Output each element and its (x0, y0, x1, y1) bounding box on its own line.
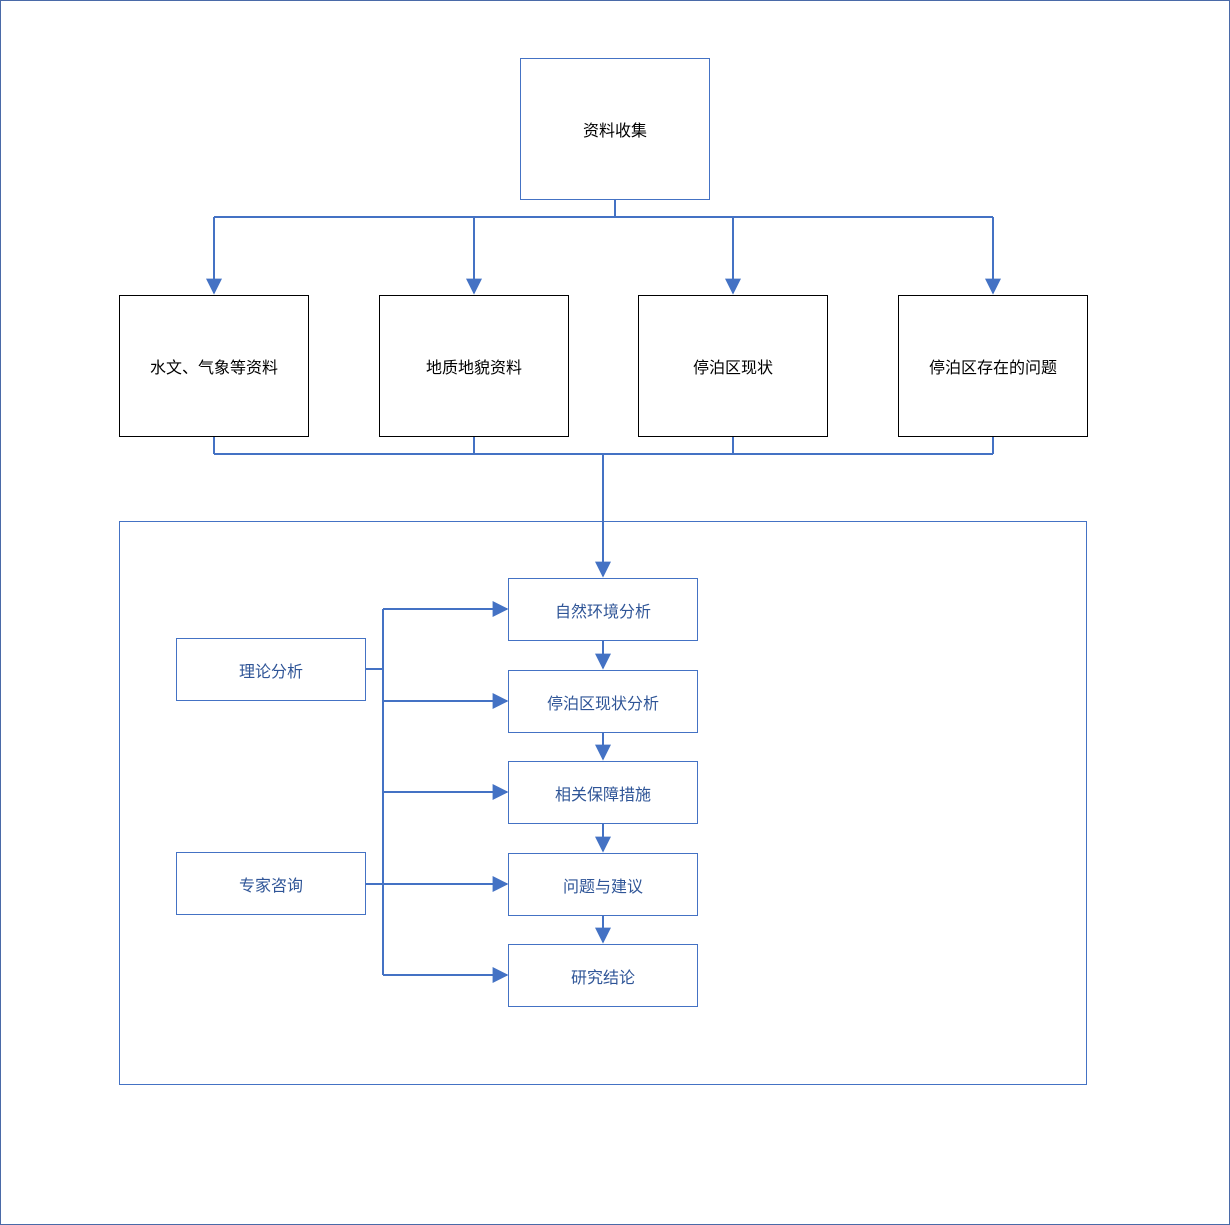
source-label: 停泊区存在的问题 (928, 358, 1057, 377)
step-box-status-analysis: 停泊区现状分析 (508, 670, 698, 733)
data-collection-label: 资料收集 (582, 121, 647, 140)
step-box-conclusion: 研究结论 (508, 944, 698, 1007)
step-label: 自然环境分析 (554, 601, 651, 621)
source-box-current-status: 停泊区现状 (638, 295, 828, 437)
step-label: 研究结论 (570, 967, 635, 987)
step-box-issues-suggestions: 问题与建议 (508, 853, 698, 916)
data-collection-box: 资料收集 (520, 58, 710, 200)
step-box-natural-environment: 自然环境分析 (508, 578, 698, 641)
step-label: 停泊区现状分析 (546, 693, 659, 713)
source-box-geology: 地质地貌资料 (379, 295, 569, 437)
source-label: 地质地貌资料 (425, 358, 522, 377)
method-label: 专家咨询 (238, 875, 303, 895)
step-label: 相关保障措施 (554, 784, 651, 804)
source-label: 停泊区现状 (692, 358, 773, 377)
method-label: 理论分析 (238, 661, 303, 681)
method-box-theory: 理论分析 (176, 638, 366, 701)
source-box-hydrology: 水文、气象等资料 (119, 295, 309, 437)
method-box-expert: 专家咨询 (176, 852, 366, 915)
step-label: 问题与建议 (562, 876, 643, 896)
source-label: 水文、气象等资料 (149, 358, 278, 377)
source-box-problems: 停泊区存在的问题 (898, 295, 1088, 437)
step-box-safeguards: 相关保障措施 (508, 761, 698, 824)
